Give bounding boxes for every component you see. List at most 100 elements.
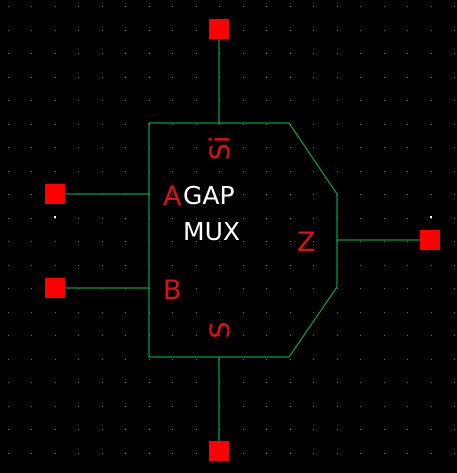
grid-dot: [290, 312, 291, 313]
grid-dot: [8, 406, 9, 407]
mux-symbol-body[interactable]: [148, 122, 338, 358]
grid-dot: [78, 241, 79, 242]
grid-dot: [102, 147, 103, 148]
grid-dot: [8, 359, 9, 360]
grid-dot: [55, 218, 56, 219]
grid-dot: [431, 100, 432, 101]
grid-dot: [102, 406, 103, 407]
grid-dot: [360, 77, 361, 78]
grid-dot: [149, 6, 150, 7]
grid-dot: [8, 77, 9, 78]
grid-dot: [125, 406, 126, 407]
grid-dot: [172, 77, 173, 78]
grid-dot: [407, 218, 408, 219]
pin-terminal-a[interactable]: [45, 184, 65, 204]
grid-dot: [360, 218, 361, 219]
grid-dot: [431, 453, 432, 454]
grid-dot: [337, 171, 338, 172]
grid-dot: [266, 241, 267, 242]
grid-dot: [384, 194, 385, 195]
grid-dot: [290, 335, 291, 336]
grid-dot: [384, 359, 385, 360]
grid-dot: [172, 241, 173, 242]
grid-dot: [407, 429, 408, 430]
grid-dot: [290, 147, 291, 148]
grid-dot: [384, 100, 385, 101]
grid-dot: [313, 218, 314, 219]
grid-dot: [313, 100, 314, 101]
grid-dot: [313, 359, 314, 360]
grid-dot: [102, 265, 103, 266]
grid-dot: [102, 335, 103, 336]
grid-dot: [196, 406, 197, 407]
grid-dot: [337, 453, 338, 454]
grid-dot: [219, 6, 220, 7]
grid-dot: [454, 312, 455, 313]
grid-dot: [290, 100, 291, 101]
grid-dot: [196, 382, 197, 383]
grid-dot: [31, 359, 32, 360]
grid-dot: [313, 335, 314, 336]
grid-dot: [243, 241, 244, 242]
grid-dot: [384, 53, 385, 54]
grid-dot: [384, 124, 385, 125]
grid-dot: [8, 382, 9, 383]
grid-dot: [8, 312, 9, 313]
grid-dot: [313, 30, 314, 31]
grid-dot: [360, 171, 361, 172]
grid-dot: [243, 6, 244, 7]
grid-dot: [454, 30, 455, 31]
grid-dot: [31, 335, 32, 336]
grid-dot-highlight: [430, 216, 432, 218]
grid-dot: [360, 124, 361, 125]
grid-dot: [266, 30, 267, 31]
grid-dot: [243, 453, 244, 454]
grid-dot: [196, 77, 197, 78]
grid-dot: [102, 312, 103, 313]
grid-dot: [196, 30, 197, 31]
grid-dot: [313, 265, 314, 266]
grid-dot: [78, 30, 79, 31]
grid-dot: [55, 312, 56, 313]
grid-dot: [431, 124, 432, 125]
pin-terminal-z[interactable]: [420, 230, 440, 250]
grid-dot-highlight: [54, 216, 56, 218]
grid-dot: [243, 406, 244, 407]
grid-dot: [55, 124, 56, 125]
grid-dot: [290, 218, 291, 219]
grid-dot: [454, 335, 455, 336]
grid-dot: [55, 453, 56, 454]
grid-dot: [172, 288, 173, 289]
grid-dot: [219, 265, 220, 266]
grid-dot: [172, 359, 173, 360]
grid-dot: [149, 100, 150, 101]
grid-dot: [78, 335, 79, 336]
grid-dot: [243, 124, 244, 125]
grid-dot: [407, 100, 408, 101]
pin-terminal-si[interactable]: [209, 19, 229, 39]
grid-dot: [266, 359, 267, 360]
grid-dot: [125, 241, 126, 242]
grid-dot: [454, 194, 455, 195]
grid-dot: [266, 124, 267, 125]
grid-dot: [125, 147, 126, 148]
grid-dot: [290, 30, 291, 31]
grid-dot: [266, 171, 267, 172]
grid-dot: [313, 147, 314, 148]
grid-dot: [172, 100, 173, 101]
grid-dot: [219, 218, 220, 219]
grid-dot: [384, 6, 385, 7]
grid-dot: [266, 53, 267, 54]
pin-terminal-b[interactable]: [45, 278, 65, 298]
grid-dot: [125, 453, 126, 454]
grid-dot: [337, 30, 338, 31]
grid-dot: [31, 429, 32, 430]
pin-terminal-s[interactable]: [209, 441, 229, 461]
grid-dot: [337, 77, 338, 78]
grid-dot: [360, 53, 361, 54]
grid-dot: [31, 312, 32, 313]
grid-dot: [454, 77, 455, 78]
grid-dot: [266, 382, 267, 383]
